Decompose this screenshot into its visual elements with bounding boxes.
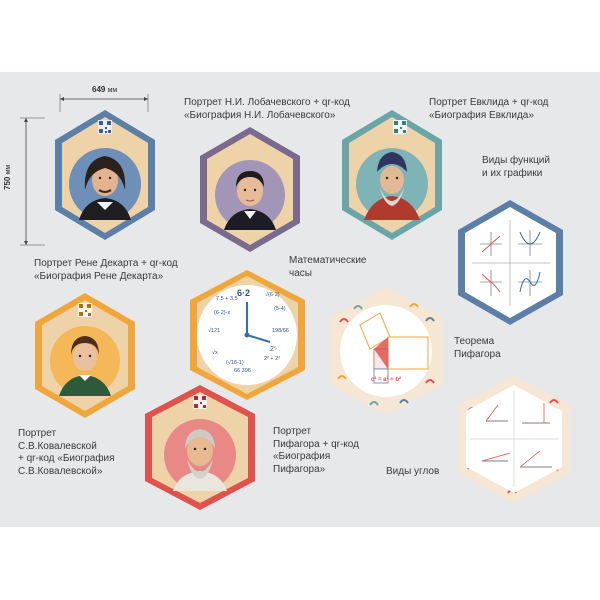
pythagoras-formula: c² = a² + b² [371,377,402,383]
label-line: «Биография Рене Декарта» [34,270,164,282]
label-line: + qr-код «Биография [18,453,115,464]
label-line: «Биография [273,451,331,462]
clock-item: (√16-1) [226,360,244,366]
label-line: и их графики [482,167,543,179]
label-line: Пифагора [454,348,501,360]
label-line: Пифагора» [273,463,326,475]
label-line: Портрет [18,428,57,439]
label-angles: Виды углов [386,466,439,479]
label-line: Портрет [273,426,312,437]
height-unit: мм [5,164,12,175]
qr-code-icon[interactable] [78,303,92,317]
label-descartes: Портрет Рене Декарта + qr-код «Биография… [34,258,178,283]
math-clock-plaque[interactable]: 6·2 7.5 + 3.5 √(6·2) (5-4) √121 198/66 (… [190,270,305,400]
clock-item: √x [212,350,218,356]
label-clock: Математические часы [289,255,367,280]
lobachevsky-plaque[interactable] [200,127,300,252]
label-pythagoras-portrait: Портрет Пифагора + qr-код «Биография Пиф… [273,426,359,476]
clock-item: 66 396 [234,368,251,374]
clock-item: (6·2)-x [214,310,231,316]
label-line: С.В.Ковалевской» [18,465,103,477]
label-line: «Биография Н.И. Лобачевского» [184,109,336,121]
descartes-plaque[interactable] [55,110,155,240]
label-functions: Виды функций и их графики [482,155,550,180]
clock-top: 6·2 [237,288,251,298]
qr-code-icon[interactable] [98,120,112,134]
width-value: 649 [92,85,106,94]
euclid-plaque[interactable] [342,110,442,240]
height-dimension: 750 мм [3,165,12,190]
label-lobachevsky: Портрет Н.И. Лобачевского + qr-код «Биог… [184,97,350,122]
angles-plaque[interactable] [458,375,570,503]
width-dimension: 649 мм [92,85,117,94]
label-line: Математические [289,255,367,266]
label-kovalevskaya: Портрет С.В.Ковалевской + qr-код «Биогра… [18,428,115,478]
kovalevskaya-plaque[interactable] [35,293,135,418]
label-euclid: Портрет Евклида + qr-код «Биография Евкл… [429,97,548,122]
clock-item: 2² + 2² [264,356,281,362]
clock-item: √(6·2) [265,292,280,298]
label-line: С.В.Ковалевской [18,440,97,452]
functions-plaque[interactable] [458,200,563,325]
height-value: 750 [3,176,12,190]
clock-item: 2⁵ [270,346,277,353]
label-pythagoras-theorem: Теорема Пифагора [454,336,501,361]
label-line: «Биография Евклида» [429,109,534,121]
clock-item: 198/66 [272,328,289,334]
pythagoras-portrait-plaque[interactable] [145,385,255,510]
label-line: Портрет Рене Декарта + qr-код [34,258,178,269]
label-line: Портрет Евклида + qr-код [429,97,549,108]
qr-code-icon[interactable] [393,120,407,134]
clock-item: (5-4) [274,306,286,312]
label-line: Виды углов [386,466,440,477]
label-line: часы [289,267,312,279]
pythagoras-theorem-plaque[interactable]: c² = a² + b² [330,287,442,415]
label-line: Виды функций [482,155,550,166]
label-line: Портрет Н.И. Лобачевского + qr-код [184,97,350,108]
qr-code-icon[interactable] [193,395,207,409]
label-line: Пифагора + qr-код [273,438,359,450]
clock-item: √121 [208,328,221,334]
clock-item: 7.5 + 3.5 [216,296,238,302]
label-line: Теорема [454,336,495,347]
width-unit: мм [107,87,118,94]
